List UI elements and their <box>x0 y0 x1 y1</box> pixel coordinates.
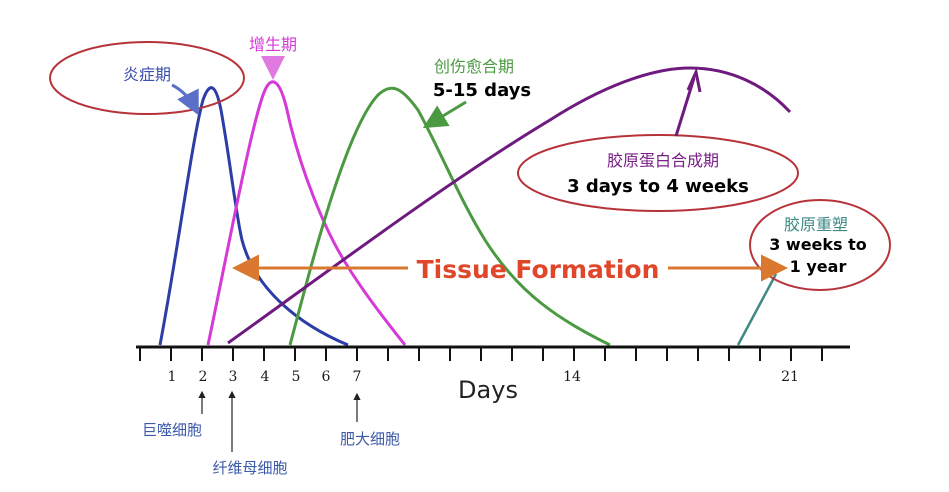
wound-healing-label: 创伤愈合期 <box>434 57 514 76</box>
tick-label-4: 4 <box>261 369 270 385</box>
mast-cell-label: 肥大细胞 <box>340 430 400 448</box>
collagen-synthesis-pointer-head <box>686 67 702 93</box>
inflammation-label: 炎症期 <box>123 65 171 84</box>
collagen-remodeling-ellipse <box>749 199 891 291</box>
inflammation-pointer-arrow <box>171 83 199 116</box>
collagen-synthesis-duration: 3 days to 4 weeks <box>567 176 749 197</box>
macrophage-label: 巨噬细胞 <box>142 421 202 439</box>
tick-label-6: 6 <box>322 369 331 385</box>
inflammation-ellipse <box>49 41 245 115</box>
proliferation-curve <box>206 80 407 346</box>
tick-label-7: 7 <box>353 369 362 385</box>
proliferation-label: 增生期 <box>249 35 297 54</box>
collagen-synthesis-label: 胶原蛋白合成期 <box>607 151 719 170</box>
axis-ticks <box>139 347 823 361</box>
collagen-synthesis-ellipse <box>517 134 799 212</box>
wound-healing-pointer-arrow <box>422 100 467 129</box>
collagen-remodeling-line <box>736 273 778 346</box>
collagen-remodeling-duration-line1: 3 weeks to <box>769 235 867 254</box>
days-axis-title: Days <box>458 376 518 404</box>
tick-label-14: 14 <box>563 369 581 385</box>
tick-label-21: 21 <box>781 369 799 385</box>
tick-label-5: 5 <box>292 369 301 385</box>
wound-healing-duration: 5-15 days <box>433 80 531 101</box>
tick-label-3: 3 <box>229 369 238 385</box>
collagen-synthesis-pointer-line <box>674 77 696 137</box>
collagen-synthesis-curve <box>227 66 792 345</box>
tissue-formation-label: Tissue Formation <box>417 255 660 284</box>
fibroblast-label: 纤维母细胞 <box>212 459 287 477</box>
wound-healing-curve <box>288 86 611 347</box>
collagen-remodeling-label: 胶原重塑 <box>784 215 848 234</box>
tick-label-2: 2 <box>199 369 208 385</box>
tick-label-1: 1 <box>168 369 177 385</box>
collagen-remodeling-duration-line2: 1 year <box>790 257 847 276</box>
inflammation-curve <box>158 86 349 347</box>
